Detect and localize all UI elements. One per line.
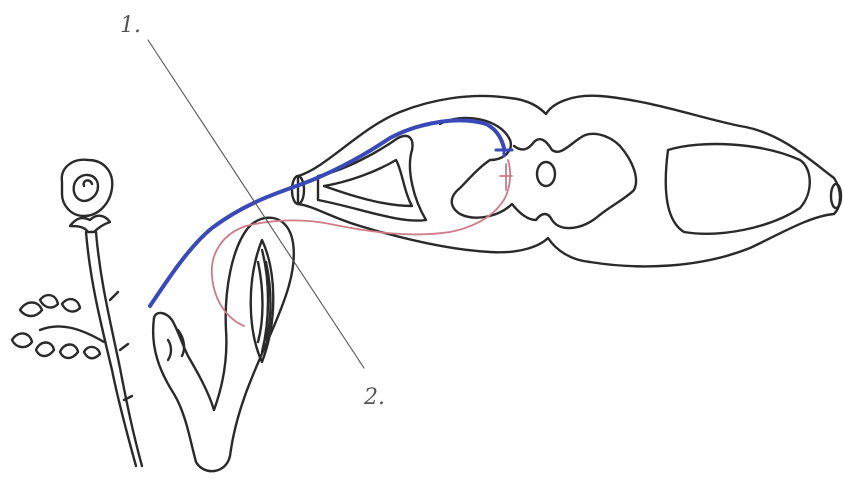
motor-pathway — [212, 160, 510, 326]
label-1: 1. — [120, 13, 141, 38]
spinal-cord-cross-section — [292, 96, 841, 267]
hand-icon — [153, 218, 294, 472]
biceps-muscle-icon — [251, 240, 274, 362]
label-2: 2. — [363, 385, 385, 410]
rose-stem-icon — [12, 160, 142, 466]
